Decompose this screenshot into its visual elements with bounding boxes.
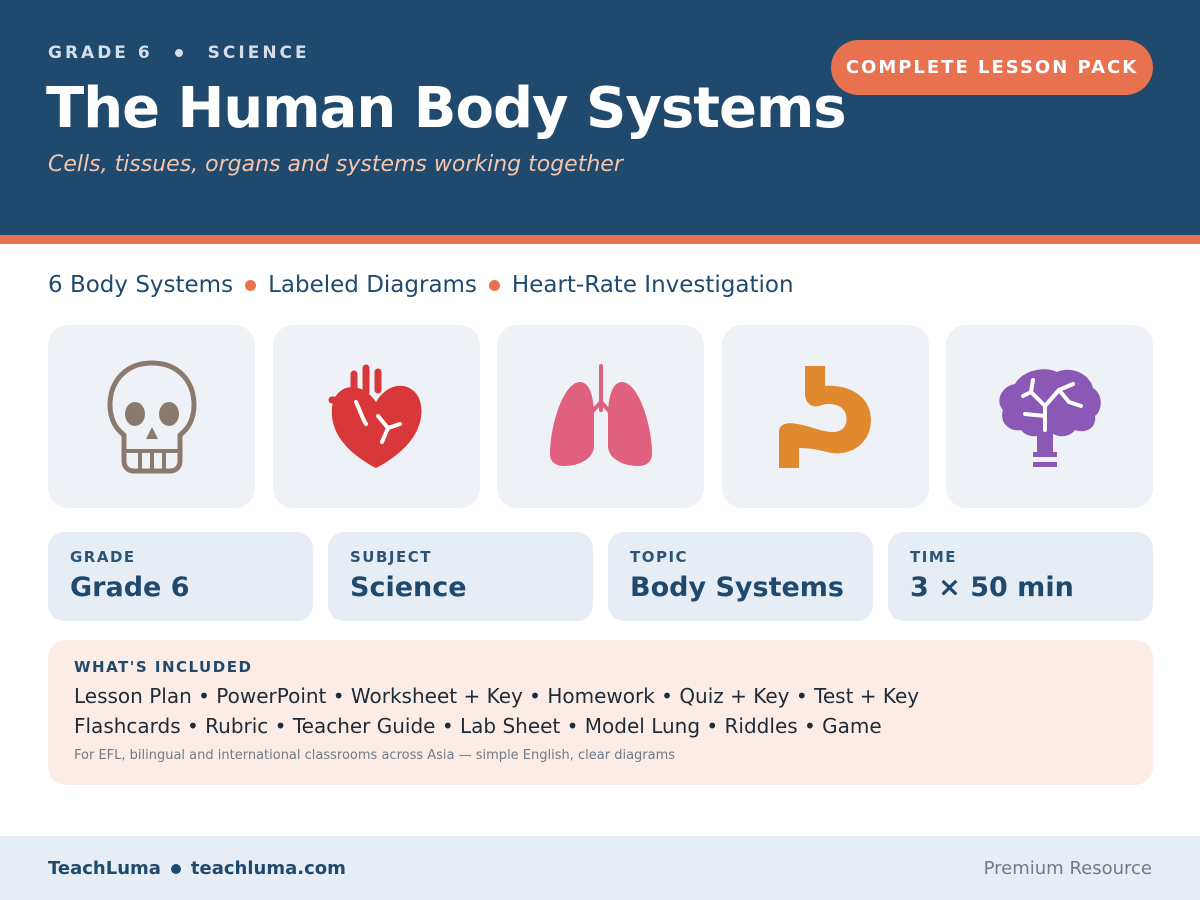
feature-separator: [488, 279, 500, 291]
footer-separator: [170, 863, 181, 874]
stomach-icon: [779, 365, 871, 468]
tile-brain: [946, 325, 1153, 508]
header-banner: GRADE 6 SCIENCE The Human Body Systems C…: [0, 0, 1200, 235]
tile-skeleton: [48, 325, 255, 508]
card-value: Body Systems: [630, 572, 844, 603]
feature-heart-rate: Heart-Rate Investigation: [511, 272, 794, 298]
footer-brand-group: TeachLuma teachluma.com: [48, 858, 346, 879]
included-list-line-1: Lesson Plan • PowerPoint • Worksheet + K…: [74, 684, 920, 708]
page-subtitle: Cells, tissues, organs and systems worki…: [48, 152, 623, 177]
body-system-tiles: [48, 325, 1153, 508]
eyebrow-tags: GRADE 6 SCIENCE: [48, 43, 310, 63]
grade-tag: GRADE 6: [48, 43, 153, 63]
premium-resource-label: Premium Resource: [983, 858, 1152, 879]
skull-icon: [107, 360, 196, 473]
heart-icon: [328, 364, 422, 468]
eyebrow-separator: [174, 49, 183, 57]
brain-icon: [998, 368, 1101, 467]
tile-stomach: [721, 325, 929, 508]
whats-included-box: WHAT'S INCLUDED Lesson Plan • PowerPoint…: [48, 640, 1153, 785]
page-title: The Human Body Systems: [46, 76, 847, 141]
included-note: For EFL, bilingual and international cla…: [74, 748, 676, 763]
included-title: WHAT'S INCLUDED: [74, 658, 253, 676]
footer-bar: TeachLuma teachluma.com Premium Resource: [0, 836, 1200, 900]
card-label: TIME: [910, 548, 957, 566]
card-subject: SUBJECT Science: [328, 532, 593, 621]
brand-name: TeachLuma: [48, 858, 161, 879]
tile-heart: [272, 325, 480, 508]
header-accent-stripe: [0, 235, 1200, 244]
card-value: Science: [350, 572, 467, 603]
feature-labeled-diagrams: Labeled Diagrams: [268, 272, 477, 298]
card-value: Grade 6: [70, 572, 190, 603]
tile-lungs: [497, 325, 704, 508]
card-grade: GRADE Grade 6: [48, 532, 313, 621]
card-label: GRADE: [70, 548, 136, 566]
card-label: TOPIC: [630, 548, 689, 566]
feature-separator: [245, 279, 257, 291]
card-time: TIME 3 × 50 min: [888, 532, 1153, 621]
site-link[interactable]: teachluma.com: [190, 858, 346, 879]
included-list-line-2: Flashcards • Rubric • Teacher Guide • La…: [74, 714, 882, 738]
feature-body-systems: 6 Body Systems: [48, 272, 234, 298]
lungs-icon: [549, 363, 652, 466]
complete-lesson-pack-button[interactable]: COMPLETE LESSON PACK: [831, 40, 1153, 95]
card-label: SUBJECT: [350, 548, 432, 566]
info-cards: GRADE Grade 6 SUBJECT Science TOPIC Body…: [48, 532, 1153, 621]
card-topic: TOPIC Body Systems: [608, 532, 873, 621]
subject-tag: SCIENCE: [207, 43, 310, 63]
features-line: 6 Body Systems Labeled Diagrams Heart-Ra…: [48, 272, 794, 298]
card-value: 3 × 50 min: [910, 572, 1074, 603]
